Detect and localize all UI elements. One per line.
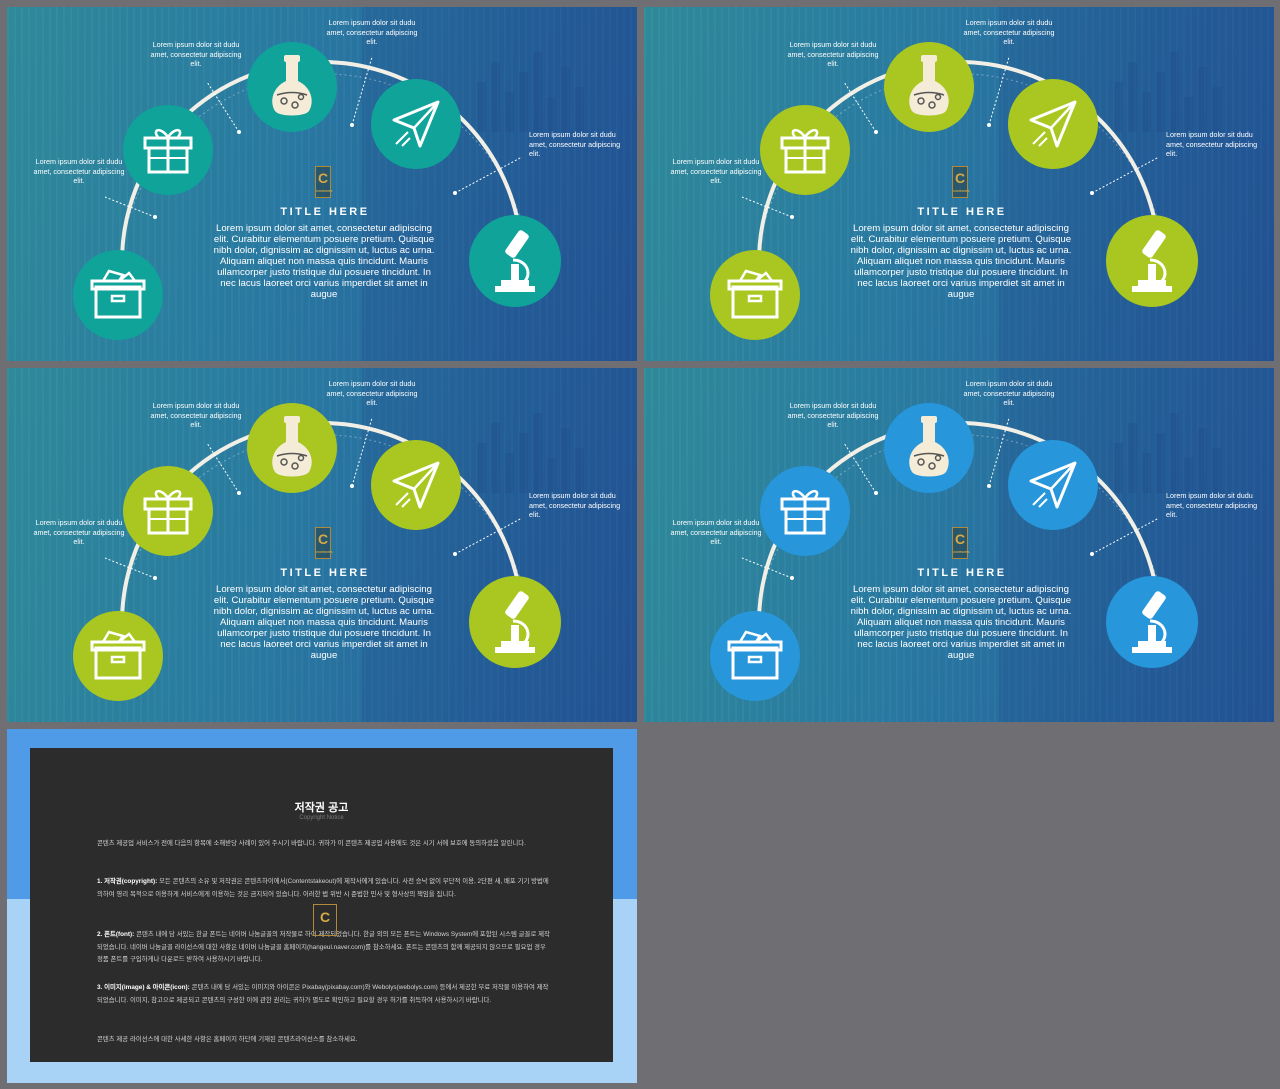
slide-body-text: Lorem ipsum dolor sit amet, consectetur … xyxy=(213,584,435,661)
flask-icon xyxy=(909,416,949,477)
paper-plane-icon-circle[interactable] xyxy=(1008,79,1098,169)
box-icon-circle[interactable] xyxy=(710,250,800,340)
slide-title: TITLE HERE xyxy=(280,206,370,218)
paper-plane-icon-circle[interactable] xyxy=(371,79,461,169)
box-icon-circle[interactable] xyxy=(710,611,800,701)
copyright-panel: 저작권 공고 Copyright Notice 콘텐츠 제공업 서비스가 전에 … xyxy=(30,748,613,1062)
microscope-icon xyxy=(495,230,535,292)
copyright-footer: 콘텐츠 제공 라이선스에 대한 사세한 사항은 홈페이지 하단에 기재된 콘텐츠… xyxy=(97,1036,358,1043)
label-top-left: Lorem ipsum dolor sit dudu amet, consect… xyxy=(787,40,879,68)
paper-plane-icon xyxy=(392,100,440,148)
copyright-section-2: 2. 폰트(font): 콘텐츠 내에 담 서있는 한글 폰트는 네이버 나눔글… xyxy=(97,931,550,963)
copyright-intro: 콘텐츠 제공업 서비스가 전에 다음의 항목에 소해받당 사례이 있어 주시기 … xyxy=(97,840,526,847)
label-right: Lorem ipsum dolor sit dudu amet, consect… xyxy=(1166,491,1258,519)
slide-4-blue[interactable]: Lorem ipsum dolor sit dudu amet, consect… xyxy=(644,368,1274,722)
paper-plane-icon xyxy=(392,461,440,509)
copyright-subtitle: Copyright Notice xyxy=(299,815,344,821)
label-left: Lorem ipsum dolor sit dudu amet, consect… xyxy=(670,157,762,185)
slide-title: TITLE HERE xyxy=(917,206,1007,218)
microscope-icon-circle[interactable] xyxy=(1106,215,1198,307)
gift-icon xyxy=(780,490,830,535)
slide-title: TITLE HERE xyxy=(280,567,370,579)
microscope-icon-circle[interactable] xyxy=(469,576,561,668)
flask-icon xyxy=(272,416,312,477)
label-left: Lorem ipsum dolor sit dudu amet, consect… xyxy=(670,518,762,546)
flask-icon-circle[interactable] xyxy=(247,42,337,132)
paper-plane-icon xyxy=(1029,100,1077,148)
gift-icon xyxy=(143,129,193,174)
box-icon xyxy=(727,630,783,680)
paper-plane-icon xyxy=(1029,461,1077,509)
slide-body-text: Lorem ipsum dolor sit amet, consectetur … xyxy=(850,584,1072,661)
slide-3-lime[interactable]: Lorem ipsum dolor sit dudu amet, consect… xyxy=(7,368,637,722)
slide-2-lime[interactable]: Lorem ipsum dolor sit dudu amet, consect… xyxy=(644,7,1274,361)
gift-icon-circle[interactable] xyxy=(123,466,213,556)
label-top-right: Lorem ipsum dolor sit dudu amet, consect… xyxy=(326,379,418,407)
label-top-right: Lorem ipsum dolor sit dudu amet, consect… xyxy=(963,18,1055,46)
box-icon xyxy=(90,269,146,319)
gift-icon-circle[interactable] xyxy=(760,466,850,556)
flask-icon-circle[interactable] xyxy=(247,403,337,493)
copyright-section-3: 3. 이미지(image) & 아이콘(icon): 콘텐츠 내에 담 서있는 … xyxy=(97,984,549,1004)
slide-body-text: Lorem ipsum dolor sit amet, consectetur … xyxy=(213,223,435,300)
copyright-section-1: 1. 저작권(copyright): 모든 콘텐츠의 소유 및 저작권은 콘텐츠… xyxy=(97,878,549,898)
gift-icon-circle[interactable] xyxy=(760,105,850,195)
flask-icon-circle[interactable] xyxy=(884,403,974,493)
label-top-left: Lorem ipsum dolor sit dudu amet, consect… xyxy=(150,401,242,429)
gift-icon xyxy=(780,129,830,174)
label-right: Lorem ipsum dolor sit dudu amet, consect… xyxy=(529,491,621,519)
label-left: Lorem ipsum dolor sit dudu amet, consect… xyxy=(33,157,125,185)
gift-icon xyxy=(143,490,193,535)
slide-body-text: Lorem ipsum dolor sit amet, consectetur … xyxy=(850,223,1072,300)
label-right: Lorem ipsum dolor sit dudu amet, consect… xyxy=(1166,130,1258,158)
flask-icon xyxy=(272,55,312,116)
microscope-icon xyxy=(1132,591,1172,653)
label-top-right: Lorem ipsum dolor sit dudu amet, consect… xyxy=(326,18,418,46)
microscope-icon-circle[interactable] xyxy=(1106,576,1198,668)
label-top-right: Lorem ipsum dolor sit dudu amet, consect… xyxy=(963,379,1055,407)
label-top-left: Lorem ipsum dolor sit dudu amet, consect… xyxy=(787,401,879,429)
paper-plane-icon-circle[interactable] xyxy=(371,440,461,530)
flask-icon xyxy=(909,55,949,116)
microscope-icon xyxy=(1132,230,1172,292)
label-left: Lorem ipsum dolor sit dudu amet, consect… xyxy=(33,518,125,546)
copyright-title: 저작권 공고 xyxy=(294,802,349,814)
label-right: Lorem ipsum dolor sit dudu amet, consect… xyxy=(529,130,621,158)
microscope-icon xyxy=(495,591,535,653)
microscope-icon-circle[interactable] xyxy=(469,215,561,307)
gift-icon-circle[interactable] xyxy=(123,105,213,195)
box-icon-circle[interactable] xyxy=(73,250,163,340)
slide-1-teal[interactable]: Lorem ipsum dolor sit dudu amet, consect… xyxy=(7,7,637,361)
box-icon-circle[interactable] xyxy=(73,611,163,701)
copyright-slide[interactable]: 저작권 공고 Copyright Notice 콘텐츠 제공업 서비스가 전에 … xyxy=(7,729,637,1083)
slide-title: TITLE HERE xyxy=(917,567,1007,579)
box-icon xyxy=(727,269,783,319)
box-icon xyxy=(90,630,146,680)
flask-icon-circle[interactable] xyxy=(884,42,974,132)
copyright-logo: C xyxy=(313,904,337,936)
paper-plane-icon-circle[interactable] xyxy=(1008,440,1098,530)
label-top-left: Lorem ipsum dolor sit dudu amet, consect… xyxy=(150,40,242,68)
